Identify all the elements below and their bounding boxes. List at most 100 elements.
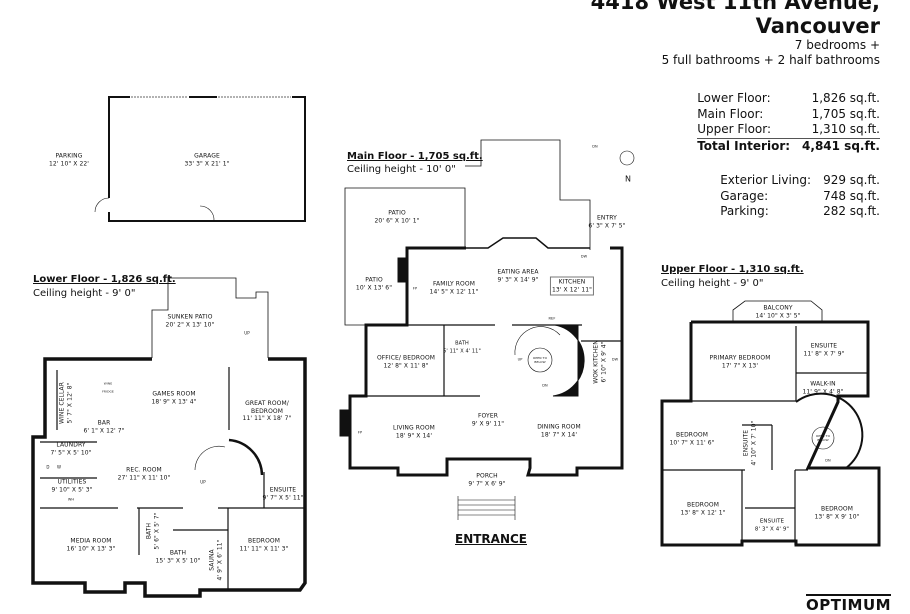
- exterior-area-table: Exterior Living:929 sq.ft. Garage:748 sq…: [720, 173, 880, 220]
- total-row: Total Interior:4,841 sq.ft.: [697, 138, 880, 153]
- stat-row: Upper Floor:1,310 sq.ft.: [697, 122, 880, 139]
- stat-row: Parking:282 sq.ft.: [720, 204, 880, 218]
- lower-floor-ceiling: Ceiling height - 9' 0": [33, 288, 136, 299]
- upper-floor-ceiling: Ceiling height - 9' 0": [661, 278, 764, 289]
- open-to-below-mark: OPEN TO BELOW: [532, 356, 548, 364]
- porch-steps: [457, 496, 516, 520]
- bedroom-count: 7 bedrooms +: [794, 38, 880, 52]
- stair-wall: [228, 438, 264, 476]
- upper-floor-title: Upper Floor - 1,310 sq.ft.: [661, 264, 804, 275]
- main-outer-walls: [348, 246, 624, 477]
- optimum-logo: OPTIMUM: [806, 594, 892, 614]
- lower-outer-walls: [31, 357, 307, 598]
- fireplace: [397, 257, 408, 283]
- title-line-2: Vancouver: [755, 14, 880, 38]
- compass-icon: [619, 150, 635, 166]
- sunken-patio-outline: [151, 277, 269, 358]
- fireplace-mark: FP: [412, 286, 418, 291]
- spiral-stair: [194, 446, 226, 471]
- stair-down-mark: DN: [542, 383, 548, 388]
- open-to-below-circle: [527, 347, 553, 373]
- stat-row: Exterior Living:929 sq.ft.: [720, 173, 880, 187]
- main-upper-stairs-outline: [465, 139, 591, 250]
- lower-floor-title: Lower Floor - 1,826 sq.ft.: [33, 274, 176, 285]
- main-stair-wall: [552, 324, 585, 397]
- compass-north-label: N: [624, 174, 632, 184]
- main-bay: [466, 237, 590, 249]
- spiral-stair: [514, 326, 561, 356]
- stat-row: Lower Floor:1,826 sq.ft.: [697, 91, 880, 105]
- upper-stair-wall: [795, 392, 864, 469]
- stair-up-mark: UP: [244, 330, 250, 336]
- entrance-label: ENTRANCE: [455, 532, 527, 546]
- upper-interior-walls: [662, 326, 868, 545]
- bathroom-count: 5 full bathrooms + 2 half bathrooms: [661, 53, 880, 67]
- balcony-outline: [732, 300, 823, 322]
- title-line-1: 4418 West 11th Avenue,: [590, 0, 880, 14]
- upper-outer-walls: [660, 320, 881, 547]
- main-interior-walls: [366, 324, 622, 397]
- stat-row: Garage:748 sq.ft.: [720, 188, 880, 203]
- garage-walls: [108, 96, 306, 222]
- main-floor-title: Main Floor - 1,705 sq.ft.: [347, 151, 483, 162]
- wine-fridge-mark: WINE FRIDGE: [102, 381, 114, 394]
- dishwasher-mark: DW: [611, 357, 619, 362]
- door-swing: [94, 197, 110, 213]
- interior-area-table: Lower Floor:1,826 sq.ft. Main Floor:1,70…: [697, 91, 880, 154]
- refrigerator-mark: REF: [548, 316, 556, 321]
- water-heater-mark: WH: [67, 497, 75, 502]
- main-floor-ceiling: Ceiling height - 10' 0": [347, 164, 456, 175]
- stat-row: Main Floor:1,705 sq.ft.: [697, 106, 880, 121]
- stair-down-mark: DN: [592, 144, 598, 149]
- stair-up-mark: UP: [200, 479, 206, 485]
- stair-down-mark: DN: [825, 458, 831, 463]
- washer-mark: W: [56, 464, 62, 470]
- open-to-below-mark: OPEN TO BELOW: [815, 434, 831, 442]
- dryer-mark: D: [46, 464, 50, 470]
- door-swing: [199, 205, 215, 222]
- property-title: 4418 West 11th Avenue, Vancouver 7 bedro…: [591, 0, 880, 68]
- fireplace: [339, 409, 351, 437]
- fireplace-mark: FP: [357, 430, 363, 435]
- dishwasher-mark: DW: [580, 254, 588, 259]
- stair-up-mark: UP: [517, 357, 523, 362]
- open-to-below-circle: [811, 426, 835, 450]
